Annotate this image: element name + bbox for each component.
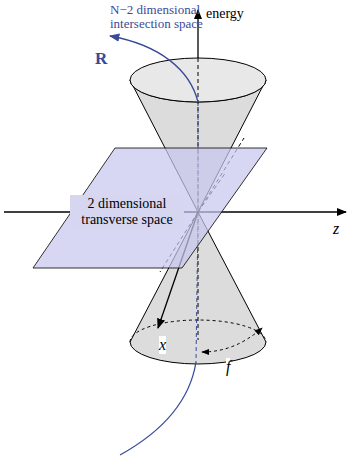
space-label: N−2 dimensional intersection space — [110, 3, 222, 32]
intersection-curve — [120, 362, 196, 455]
transverse-plane: 2 dimensional transverse space — [30, 145, 270, 271]
angle-arrow — [202, 328, 262, 352]
axis-label: x — [159, 336, 166, 354]
plane-label: 2 dimensional transverse space — [70, 195, 184, 229]
intersection-curve — [110, 36, 198, 102]
axis-label: energy — [206, 6, 244, 21]
vector-label: R — [95, 50, 107, 69]
angle-label: f — [226, 358, 230, 376]
axis-label: z — [333, 220, 339, 238]
